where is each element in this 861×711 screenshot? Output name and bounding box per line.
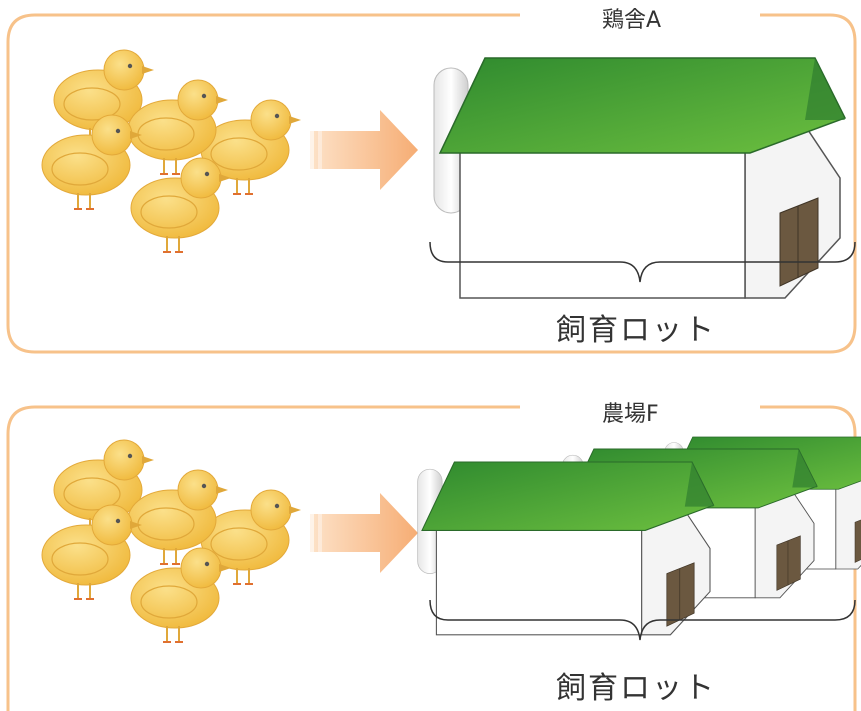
arrow-right-icon xyxy=(310,493,418,573)
bracket-label: 飼育ロット xyxy=(556,671,716,706)
panel-title: 農場F xyxy=(598,396,663,428)
chick-icon xyxy=(130,157,232,253)
bracket-label: 飼育ロット xyxy=(556,313,716,348)
panel-farm-f-graphic xyxy=(6,405,861,711)
panel-title: 鶏舎A xyxy=(598,2,666,34)
chicken-house-icon xyxy=(417,461,715,636)
arrow-right-icon xyxy=(310,110,418,190)
panel-frame xyxy=(6,13,857,354)
panel-coop-a: 鶏舎A 飼育ロット xyxy=(6,2,857,354)
curly-brace-icon xyxy=(429,241,856,283)
panel-coop-a-graphic xyxy=(6,13,857,354)
panel-farm-f: 農場F 飼育ロット xyxy=(0,350,861,711)
chick-icon xyxy=(130,547,232,643)
panel-frame xyxy=(6,405,857,711)
curly-brace-icon xyxy=(429,599,856,641)
